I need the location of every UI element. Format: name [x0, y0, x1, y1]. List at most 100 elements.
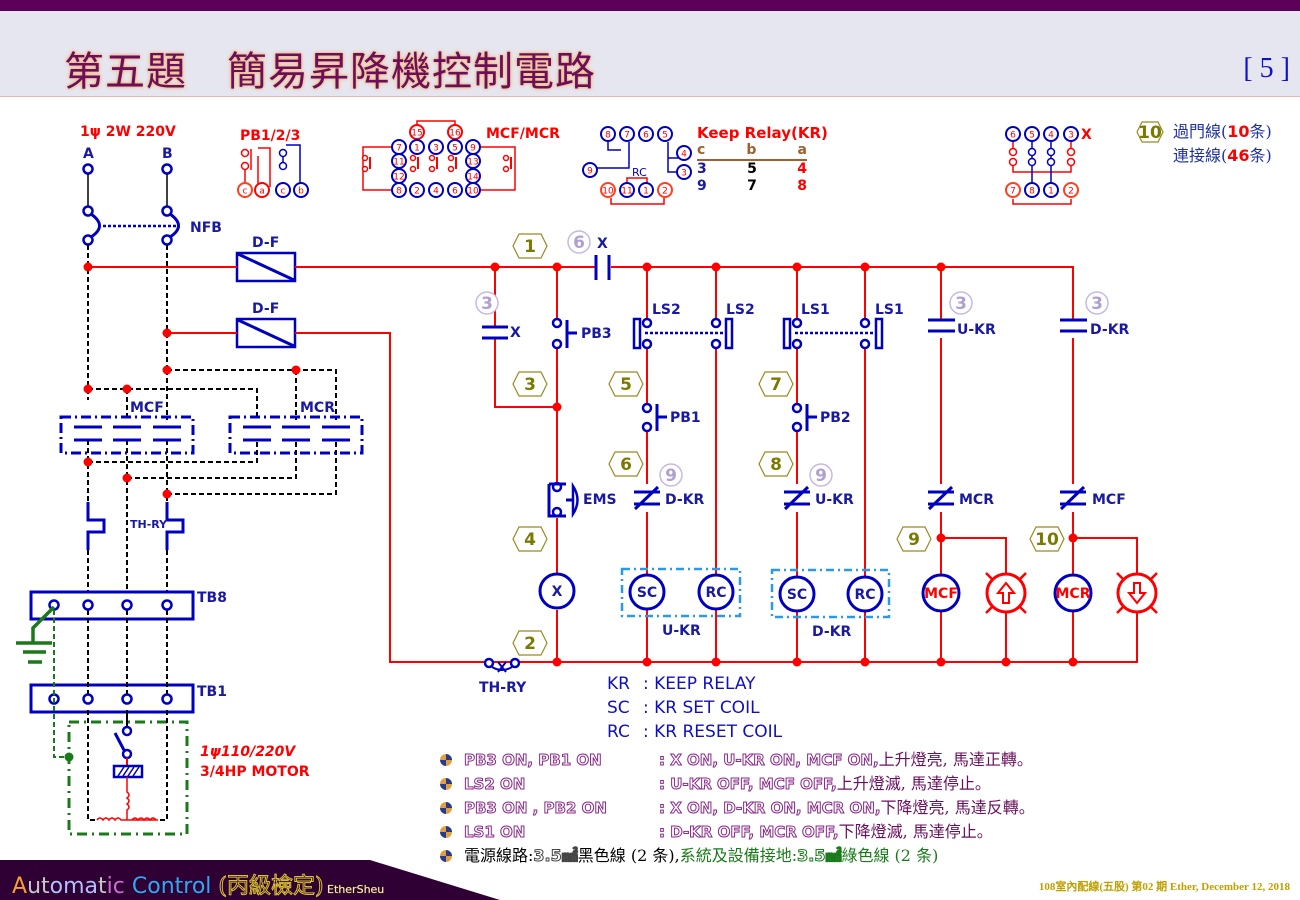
wire-number-badge: 10 — [1029, 526, 1065, 552]
thry-main-label: TH-RY — [130, 518, 168, 531]
kr-rc-label: RC — [632, 166, 647, 179]
junction-dot — [860, 262, 870, 272]
note-item: PB3 ON, PB1 ON: X ON, U-KR ON, MCF ON, 上… — [440, 748, 1035, 772]
pin-label: 9 — [470, 144, 476, 154]
kr-cell: 8 — [797, 178, 807, 194]
dkr-sc-label: SC — [787, 587, 807, 603]
main-contact-icon — [243, 425, 271, 442]
pin-terminal: 3 — [428, 139, 444, 155]
junction-dot — [552, 657, 562, 667]
wire-number-badge: 2 — [512, 630, 548, 656]
legend-value: : KR SET COIL — [643, 698, 760, 718]
pin-terminal: 10 — [465, 182, 481, 198]
pin-label: 10 — [602, 187, 614, 197]
pin-terminal: 5 — [1024, 126, 1040, 142]
junction-dot — [860, 657, 870, 667]
pin-label: 6 — [452, 187, 458, 197]
wire-count-text: 3 — [955, 294, 967, 314]
nc-contact-icon — [783, 485, 810, 511]
motor-winding-icon — [96, 777, 158, 822]
junction-dot — [83, 262, 93, 272]
junction-dot — [162, 489, 172, 499]
tb8-terminal — [121, 599, 133, 611]
tb8-terminal — [82, 599, 94, 611]
pb2-label: PB2 — [820, 410, 851, 426]
pin-label: 13 — [467, 158, 478, 168]
note-result-zh: 下降燈亮, 馬達反轉。 — [880, 798, 1035, 817]
pin-label: 8 — [1029, 187, 1035, 197]
page-number: [ 5 ] — [1243, 53, 1290, 84]
supply-label: 1ψ 2W 220V — [80, 124, 176, 140]
pin-label: 3 — [681, 169, 687, 179]
pb3-label: PB3 — [581, 326, 612, 342]
wn-text: 黑色線 (2 条), — [577, 846, 680, 865]
wire-number-badge: 7 — [758, 371, 794, 397]
legend-key: KR — [607, 674, 630, 694]
wire-number-text: 8 — [770, 455, 782, 475]
ls1-label-a: LS1 — [801, 302, 830, 318]
junction-dot — [642, 262, 652, 272]
legend-value: : KR RESET COIL — [643, 722, 783, 742]
kr-table-title: Keep Relay(KR) — [697, 124, 828, 142]
pin-terminal: 3 — [676, 164, 692, 180]
wire-count-circle: 3 — [475, 291, 499, 315]
wire-number-text: 9 — [908, 530, 920, 550]
top-bar — [0, 0, 1300, 11]
terminal-a-label: A — [83, 146, 94, 162]
wc-text: 条) — [1249, 146, 1272, 165]
ls1-label-b: LS1 — [875, 302, 904, 318]
wire-number-text: 2 — [524, 634, 536, 654]
pin-label: 15 — [411, 129, 422, 139]
junction-dot — [792, 262, 802, 272]
note-condition: PB3 ON, PB1 ON — [464, 751, 603, 770]
junction-dot — [162, 328, 172, 338]
note-item: PB3 ON , PB2 ON: X ON, D-KR ON, MCR ON, … — [440, 796, 1035, 820]
junction-dot — [1068, 657, 1078, 667]
kr-table-row: 3 5 4 — [697, 161, 807, 178]
wn-size: 3.5㎟ — [797, 846, 842, 866]
junction-dot — [83, 384, 93, 394]
fuse-1: D-F — [235, 235, 297, 283]
pin-label: 9 — [587, 167, 593, 177]
wn-size: 3.5㎟ — [533, 846, 578, 866]
wire-number-badge: 4 — [512, 526, 548, 552]
note-item: LS2 ON: U-KR OFF, MCF OFF, 上升燈滅, 馬達停止。 — [440, 772, 1035, 796]
pin-terminal: 1 — [409, 139, 425, 155]
motor-voltage-label: 1ψ110/220V — [200, 744, 296, 760]
tb1-terminal — [121, 693, 133, 705]
coil-x — [538, 572, 576, 610]
dkr-group — [770, 568, 891, 619]
pin-terminal: 16 — [447, 124, 463, 140]
legend-item: KR: KEEP RELAY — [607, 672, 782, 696]
x-contact-label: X — [597, 236, 608, 252]
pin-terminal: 7 — [619, 126, 635, 142]
wire-number-badge: 5 — [608, 371, 644, 397]
pin-label: 4 — [1048, 131, 1054, 141]
wire-number-text: 6 — [620, 455, 632, 475]
junction-dot — [122, 384, 132, 394]
wire-count-circle: 6 — [567, 230, 591, 254]
nfb-label: NFB — [190, 220, 222, 236]
tb1-label: TB1 — [197, 684, 227, 700]
dkr-nc-label: D-KR — [665, 492, 705, 508]
junction-dot — [83, 457, 93, 467]
wc-number: 46 — [1227, 146, 1250, 165]
title-text: 簡易昇降機控制電路 — [227, 49, 596, 95]
pin-label: c — [281, 187, 286, 197]
pin-terminal: 1 — [638, 182, 654, 198]
nc-contact-icon — [927, 485, 954, 511]
wn-text: 綠色線 (2 条) — [841, 846, 939, 865]
wire-count-circle: 9 — [659, 463, 683, 487]
bullet-icon — [440, 778, 452, 790]
wire-number-badge: 9 — [896, 526, 932, 552]
pin-label: 7 — [396, 144, 402, 154]
wire-count-circle: 3 — [949, 291, 973, 315]
footer-credit: 108室內配線(五股) 第02 期 Ether, December 12, 20… — [1038, 881, 1290, 893]
pb-pinout-label: PB1/2/3 — [240, 128, 300, 144]
signature: EtherSheu — [323, 883, 385, 896]
wire-number-text: 7 — [770, 375, 782, 395]
pin-terminal: 1 — [1043, 182, 1059, 198]
junction-dot — [936, 262, 946, 272]
pin-terminal: 9 — [582, 162, 598, 178]
